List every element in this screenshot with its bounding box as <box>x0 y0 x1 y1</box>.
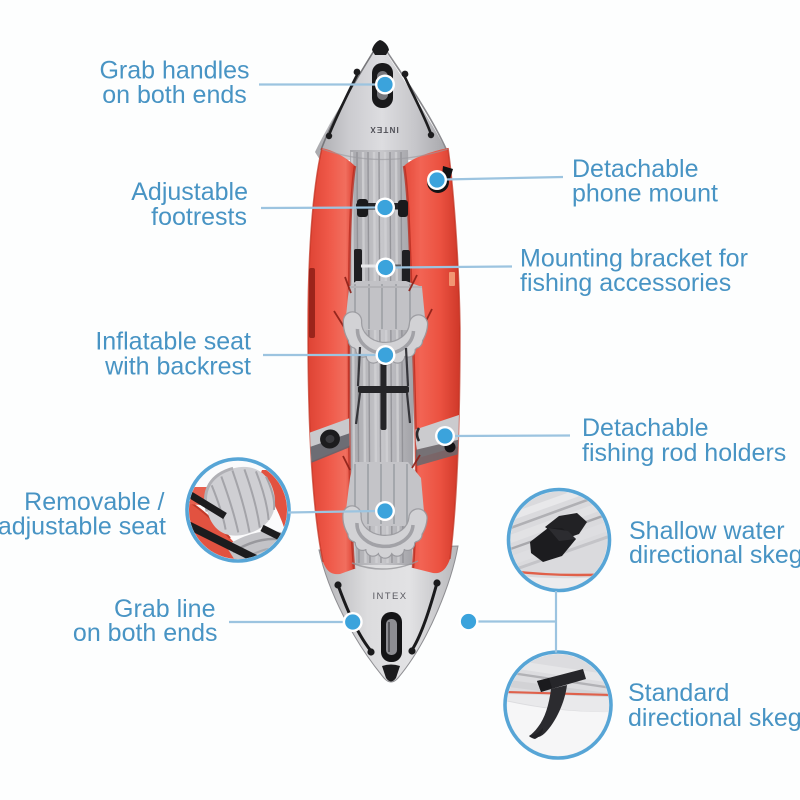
svg-text:on both ends: on both ends <box>102 81 247 109</box>
svg-text:Grab handles: Grab handles <box>99 57 249 85</box>
svg-text:adjustable seat: adjustable seat <box>0 513 166 541</box>
svg-text:fishing accessories: fishing accessories <box>520 269 731 297</box>
svg-text:Shallow water: Shallow water <box>629 517 785 545</box>
svg-text:on both ends: on both ends <box>73 619 218 647</box>
svg-text:Adjustable: Adjustable <box>131 178 248 206</box>
svg-text:Inflatable seat: Inflatable seat <box>95 328 251 356</box>
svg-text:Grab line: Grab line <box>114 595 215 623</box>
svg-text:fishing rod holders: fishing rod holders <box>582 439 786 467</box>
svg-text:with backrest: with backrest <box>104 352 251 380</box>
svg-text:footrests: footrests <box>151 203 247 231</box>
svg-text:INTEX: INTEX <box>369 125 399 134</box>
svg-text:directional skeg: directional skeg <box>628 704 800 732</box>
svg-text:Mounting bracket for: Mounting bracket for <box>520 245 748 273</box>
svg-text:directional skeg: directional skeg <box>629 541 800 569</box>
svg-text:phone mount: phone mount <box>572 180 718 208</box>
svg-text:Detachable: Detachable <box>572 155 698 183</box>
svg-text:Detachable: Detachable <box>582 414 708 442</box>
svg-text:Removable /: Removable / <box>24 488 164 516</box>
svg-text:INTEX: INTEX <box>373 591 408 602</box>
svg-text:Standard: Standard <box>628 679 729 707</box>
